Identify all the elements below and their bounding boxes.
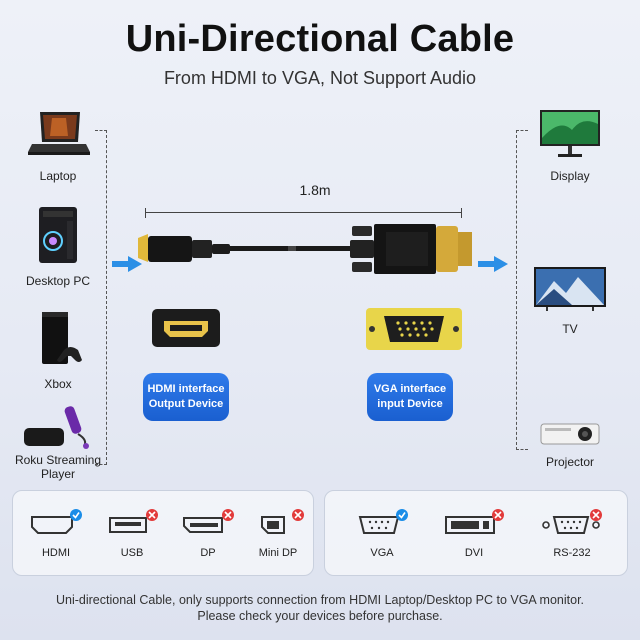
source-label: Player [40,467,75,481]
port-label: VGA [370,547,394,559]
hdmi-tag-line1: HDMI interface [147,383,225,395]
port-label: RS-232 [553,547,591,559]
vga-tag-line2: input Device [377,398,443,410]
cable-length: 1.8m [299,182,331,198]
mini-dp-port-icon [261,509,304,534]
dp-port-icon [183,509,234,533]
port-hdmi: HDMI [21,509,91,559]
laptop-icon [28,112,90,155]
vga-port-icon [358,509,408,534]
port-dvi: DVI [439,509,509,559]
output-arrow-icon [478,256,508,272]
cable-length-line [145,208,462,218]
target-bracket [516,130,528,450]
port-label: DVI [464,547,484,559]
dvi-port-icon [445,509,504,534]
page-subtitle: From HDMI to VGA, Not Support Audio [163,68,477,88]
target-label: Display [550,169,590,183]
xbox-icon [42,312,82,364]
tv-icon [534,267,606,311]
check-icon [396,509,408,521]
port-rs232: RS-232 [537,509,607,559]
port-label: Mini DP [258,547,298,559]
output-ports-panel: VGA DVI RS-232 [324,490,628,576]
target-label: Projector [545,455,595,469]
input-arrow-icon [112,256,142,272]
port-label: HDMI [41,547,71,559]
vga-port-icon [366,308,462,350]
check-icon [70,509,82,521]
source-label: Laptop [39,169,77,183]
hdmi-to-vga-cable [138,224,472,274]
port-label: DP [200,547,216,559]
source-desktop-pc: Desktop PC [18,205,98,288]
port-usb: USB [97,509,167,559]
port-label: USB [120,547,144,559]
desktop-pc-icon [39,207,77,263]
hdmi-port-icon [31,509,82,534]
usb-port-icon [109,509,158,533]
source-label: Roku Streaming [14,453,102,467]
hdmi-port-icon [152,309,220,347]
footer-note: Uni-directional Cable, only supports con… [0,592,640,624]
rs232-port-icon [542,509,602,534]
vga-tag-line1: VGA interface [373,383,447,395]
port-vga: VGA [347,509,417,559]
port-mini-dp: Mini DP [243,509,313,559]
target-label: TV [562,322,578,336]
hdmi-interface-tag: HDMI interface Output Device [143,373,229,421]
source-bracket [95,130,107,465]
target-projector: Projector [530,418,610,469]
hdmi-tag-line2: Output Device [148,398,224,410]
target-display: Display [530,108,610,183]
source-label: Desktop PC [25,274,91,288]
target-tv: TV [530,265,610,336]
port-dp: DP [173,509,243,559]
roku-icon [24,406,89,449]
footer-line2: Please check your devices before purchas… [197,609,443,623]
footer-line1: Uni-directional Cable, only supports con… [55,593,585,607]
vga-interface-tag: VGA interface input Device [367,373,453,421]
display-icon [540,110,600,157]
page-title: Uni-Directional Cable [125,18,515,60]
input-ports-panel: HDMI USB DP Mini DP [12,490,314,576]
source-roku: Roku Streaming Player [8,402,108,481]
source-label: Xbox [44,377,72,391]
source-laptop: Laptop [18,108,98,183]
source-xbox: Xbox [18,310,98,391]
projector-icon [540,423,600,445]
